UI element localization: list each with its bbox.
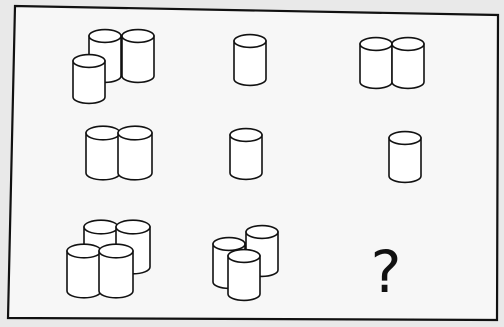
missing-answer-mark: ?: [361, 232, 411, 312]
cylinder: [389, 132, 421, 183]
cylinder: [234, 35, 266, 86]
cylinder: [392, 38, 424, 89]
cell-r2-c2: [230, 129, 262, 180]
cell-r2-c1: [86, 126, 152, 180]
cylinder: [118, 126, 152, 180]
cylinder: [228, 250, 260, 301]
cylinder: [99, 244, 133, 298]
cell-r1-c2: [234, 35, 266, 86]
cylinder: [360, 38, 392, 89]
cylinder: [122, 30, 154, 83]
cell-r2-c3: [389, 132, 421, 183]
cylinder: [73, 55, 105, 104]
cylinder: [86, 126, 120, 180]
cell-r1-c3: [360, 38, 424, 89]
cylinder: [67, 244, 101, 298]
cylinder: [230, 129, 262, 180]
